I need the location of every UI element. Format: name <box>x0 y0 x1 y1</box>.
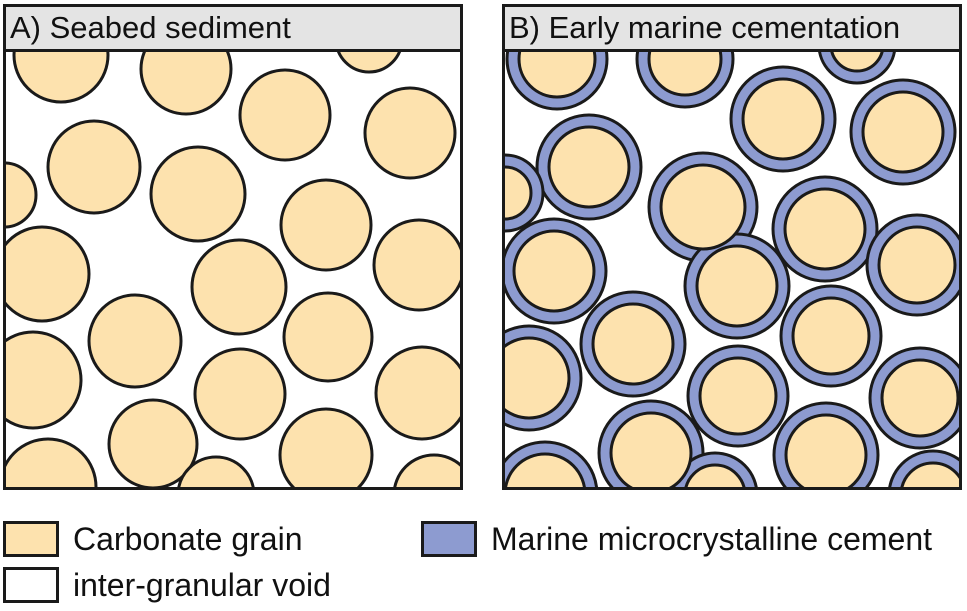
carbonate-grain <box>880 358 959 438</box>
carbonate-grain <box>363 86 457 180</box>
panel-title-b: B) Early marine cementation <box>505 7 959 52</box>
carbonate-grain <box>282 291 374 383</box>
panel-title-a: A) Seabed sediment <box>6 7 460 52</box>
carbonate-grain <box>6 161 38 229</box>
carbonate-grain <box>6 437 98 487</box>
carbonate-grain <box>374 345 460 441</box>
carbonate-grain <box>695 244 779 328</box>
carbonate-grain <box>698 356 778 436</box>
carbonate-grain <box>659 163 747 251</box>
carbonate-grain <box>46 119 142 215</box>
swatch-inter-granular-void <box>3 567 59 603</box>
carbonate-grain <box>591 302 675 386</box>
carbonate-grain <box>177 455 255 487</box>
panel-early-marine-cementation: B) Early marine cementation <box>502 4 962 490</box>
carbonate-grain <box>877 225 957 305</box>
carbonate-grain <box>372 218 460 312</box>
carbonate-grain <box>393 453 460 487</box>
grain-packing-b <box>505 7 959 487</box>
legend-label-marine-cement: Marine microcrystalline cement <box>491 521 933 557</box>
carbonate-grain <box>193 347 287 441</box>
carbonate-grain <box>6 225 91 323</box>
carbonate-grain <box>238 68 332 162</box>
carbonate-grain <box>278 407 374 487</box>
carbonate-grain <box>609 411 693 487</box>
carbonate-grain <box>87 293 183 389</box>
legend-label-inter-granular-void: inter-granular void <box>73 567 331 603</box>
grain-packing-a <box>6 7 460 487</box>
carbonate-grain <box>512 229 596 313</box>
legend-label-carbonate-grain: Carbonate grain <box>73 521 303 557</box>
carbonate-grain <box>505 336 571 420</box>
carbonate-grain <box>190 238 288 336</box>
carbonate-grain <box>279 178 373 272</box>
carbonate-grain <box>505 165 533 221</box>
carbonate-grain <box>6 330 83 430</box>
carbonate-grain <box>861 90 945 174</box>
panel-seabed-sediment: A) Seabed sediment <box>3 4 463 490</box>
carbonate-grain <box>107 398 199 487</box>
carbonate-grain <box>784 413 868 487</box>
carbonate-grain <box>900 461 959 487</box>
carbonate-grain <box>783 187 867 271</box>
carbonate-grain <box>505 452 586 487</box>
carbonate-grain <box>741 77 825 161</box>
swatch-marine-cement <box>421 521 477 557</box>
carbonate-grain <box>547 125 631 209</box>
carbonate-grain <box>149 145 247 243</box>
carbonate-grain <box>684 463 746 487</box>
carbonate-grain <box>791 296 871 376</box>
swatch-carbonate-grain <box>3 521 59 557</box>
